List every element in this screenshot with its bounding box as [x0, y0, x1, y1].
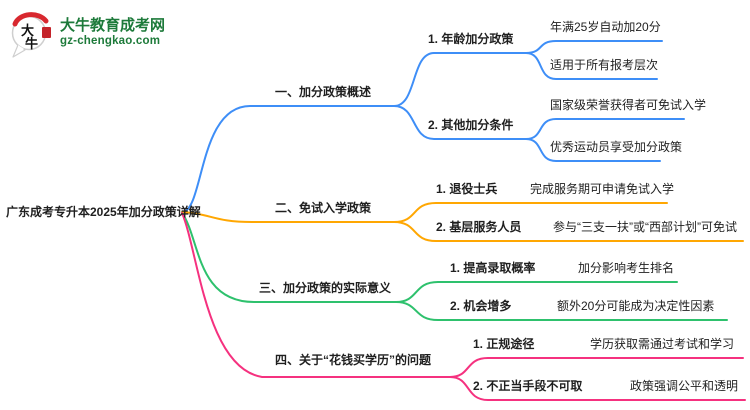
- child-node-age-policy: 1. 年龄加分政策: [428, 32, 514, 46]
- branch-lines-exemption: [181, 202, 744, 242]
- branch-node-significance: 三、加分政策的实际意义: [258, 281, 391, 295]
- leaf-node: 年满25岁自动加20分: [550, 20, 661, 34]
- branch-lines-overview: [181, 40, 685, 213]
- leaf-node: 完成服务期可申请免试入学: [530, 182, 675, 196]
- logo-characters: 大 牛: [21, 24, 38, 50]
- logo-char-2: 牛: [25, 36, 39, 51]
- branch-lines-diploma: [181, 212, 746, 401]
- leaf-node: 加分影响考生排名: [578, 261, 675, 275]
- child-node-other-conditions: 2. 其他加分条件: [428, 118, 514, 132]
- child-node-grassroots: 2. 基层服务人员: [436, 220, 522, 234]
- child-node-more-chances: 2. 机会增多: [450, 299, 512, 313]
- child-node-legit-path: 1. 正规途径: [473, 337, 535, 351]
- speech-bubble-logo-icon: [11, 12, 51, 58]
- logo-red-arc: [12, 12, 49, 27]
- brand-header[interactable]: 大 牛 大牛教育成考网 gz-chengkao.com: [8, 8, 165, 58]
- child-node-veterans: 1. 退役士兵: [436, 182, 498, 196]
- branch-lines-significance: [181, 212, 728, 321]
- leaf-node: 学历获取需通过考试和学习: [590, 337, 735, 351]
- site-title: 大牛教育成考网: [60, 17, 166, 34]
- brand-logo: 大 牛: [8, 8, 54, 58]
- leaf-node: 额外20分可能成为决定性因素: [557, 299, 715, 313]
- leaf-node: 优秀运动员享受加分政策: [550, 140, 683, 154]
- logo-char-1: 大: [21, 23, 35, 38]
- leaf-node: 参与“三支一扶”或“西部计划”可免试: [553, 220, 737, 234]
- logo-seal-icon: [42, 27, 51, 38]
- root-node: 广东成考专升本2025年加分政策详解: [6, 205, 201, 219]
- child-node-improper-means: 2. 不正当手段不可取: [473, 379, 583, 393]
- leaf-node: 政策强调公平和透明: [630, 379, 739, 393]
- site-url: gz-chengkao.com: [60, 35, 161, 47]
- leaf-node: 适用于所有报考层次: [550, 58, 659, 72]
- branch-node-exemption: 二、免试入学政策: [274, 201, 371, 215]
- branch-node-diploma-buying: 四、关于“花钱买学历”的问题: [274, 353, 431, 367]
- branch-node-overview: 一、加分政策概述: [274, 85, 371, 99]
- leaf-node: 国家级荣誉获得者可免试入学: [550, 98, 707, 112]
- child-node-admission-rate: 1. 提高录取概率: [450, 261, 536, 275]
